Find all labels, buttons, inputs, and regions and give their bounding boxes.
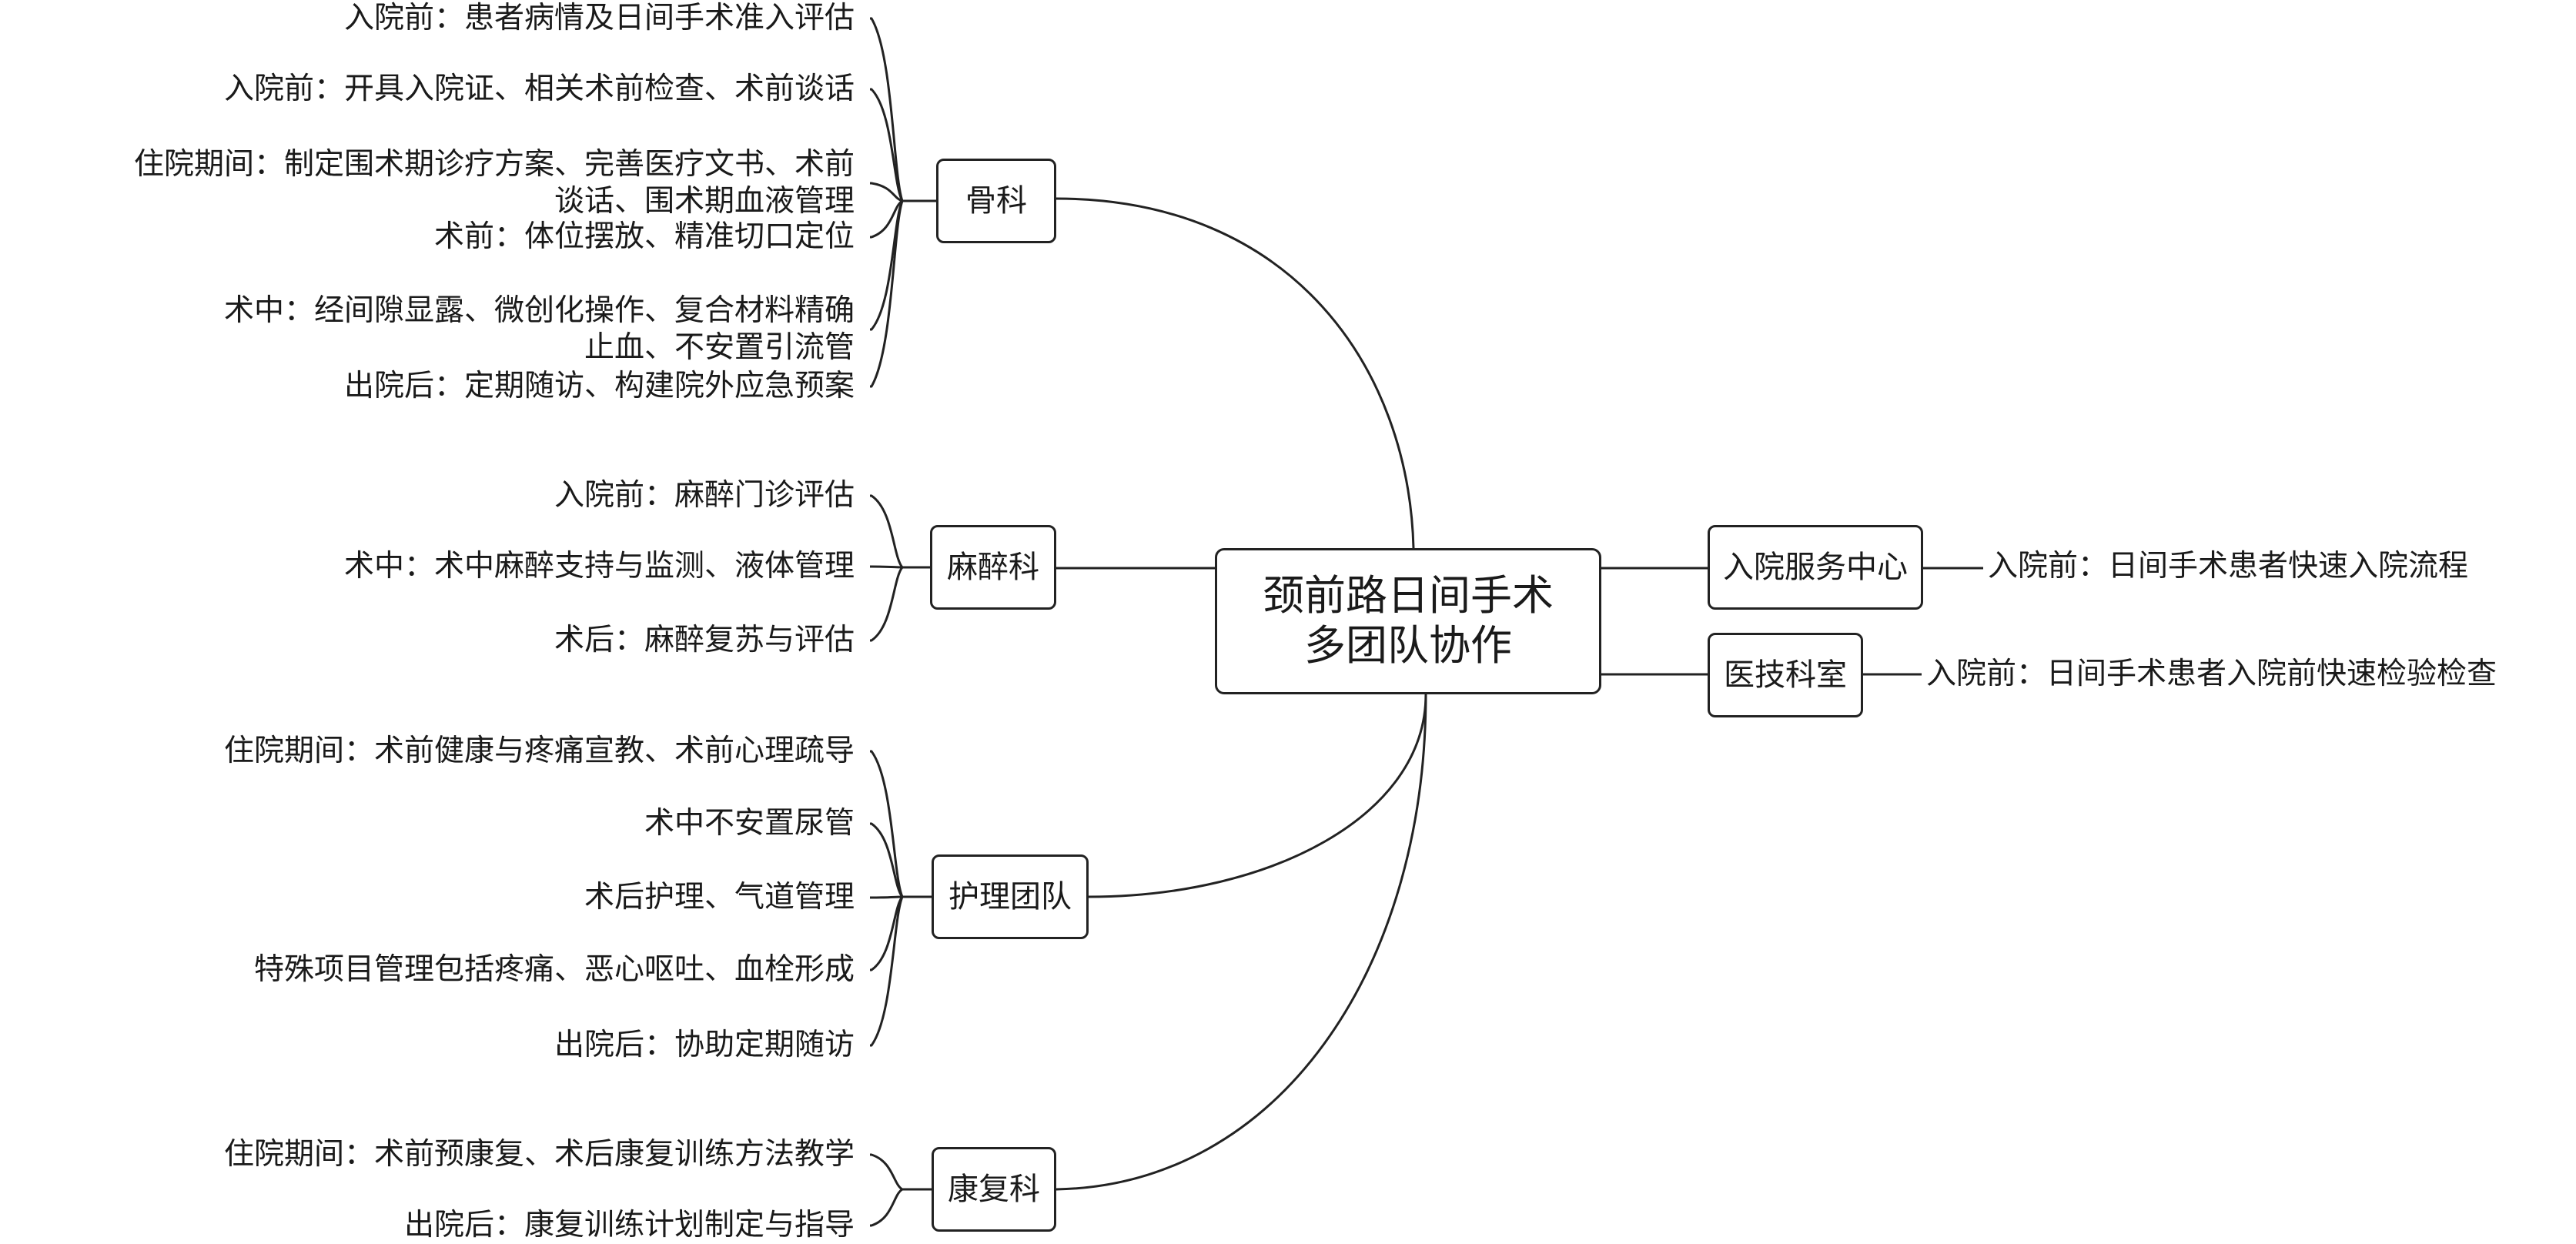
medtech-node: 医技科室	[1708, 633, 1863, 717]
bracket-nursing-branch	[870, 896, 904, 971]
link-center-rehab	[1055, 694, 1427, 1191]
bracket-nursing-branch	[870, 895, 903, 899]
orthopedics-item: 住院期间：制定围术期诊疗方案、完善医疗文书、术前 谈话、围术期血液管理	[133, 147, 855, 219]
anesthesia-item: 术中：术中麻醉支持与监测、液体管理	[343, 549, 855, 584]
link-center-orthopedics	[1055, 197, 1415, 549]
medtech-item: 入院前：日间手术患者入院前快速检验检查	[1926, 657, 2497, 691]
rehab-item: 出院后：康复训练计划制定与指导	[403, 1208, 855, 1242]
anesthesia-item: 入院前：麻醉门诊评估	[554, 478, 855, 513]
bracket-orthopedics-branch	[870, 182, 903, 202]
bracket-anesthesia-branch	[870, 567, 904, 642]
nursing-item: 术后护理、气道管理	[584, 880, 855, 915]
link-center-nursing	[1088, 694, 1427, 898]
bracket-rehab-branch	[870, 1188, 903, 1227]
bracket-nursing-branch	[870, 822, 904, 898]
bracket-nursing-branch	[870, 896, 904, 1047]
orthopedics-item: 入院前：开具入院证、相关术前检查、术前谈话	[223, 72, 855, 106]
bracket-nursing-branch	[870, 750, 904, 898]
bracket-anesthesia-branch	[870, 494, 904, 568]
bracket-orthopedics-branch	[870, 200, 904, 388]
anesthesia-node: 麻醉科	[930, 525, 1056, 610]
orthopedics-item: 入院前：患者病情及日间手术准入评估	[343, 1, 855, 35]
bracket-rehab-branch	[870, 1153, 903, 1191]
admission-node: 入院服务中心	[1708, 525, 1923, 610]
nursing-item: 住院期间：术前健康与疼痛宣教、术前心理疏导	[223, 734, 855, 768]
center-node: 颈前路日间手术 多团队协作	[1215, 548, 1601, 694]
admission-item: 入院前：日间手术患者快速入院流程	[1988, 549, 2469, 584]
rehab-item: 住院期间：术前预康复、术后康复训练方法教学	[223, 1137, 855, 1172]
rehab-node: 康复科	[932, 1147, 1056, 1232]
orthopedics-node: 骨科	[936, 159, 1056, 243]
orthopedics-item: 术中：经间隙显露、微创化操作、复合材料精确 止血、不安置引流管	[223, 293, 855, 365]
center-title-line2: 多团队协作	[1304, 621, 1512, 670]
orthopedics-item: 出院后：定期随访、构建院外应急预案	[343, 369, 855, 403]
nursing-node: 护理团队	[932, 854, 1089, 939]
bracket-orthopedics-branch	[870, 88, 904, 202]
nursing-item: 术中不安置尿管	[644, 806, 855, 841]
bracket-orthopedics-branch	[870, 199, 903, 239]
nursing-item: 出院后：协助定期随访	[554, 1028, 855, 1062]
anesthesia-item: 术后：麻醉复苏与评估	[554, 623, 855, 657]
nursing-item: 特殊项目管理包括疼痛、恶心呕吐、血栓形成	[253, 952, 855, 987]
center-title-line1: 颈前路日间手术	[1263, 571, 1554, 620]
bracket-orthopedics-branch	[870, 17, 904, 202]
orthopedics-item: 术前：体位摆放、精准切口定位	[433, 219, 855, 254]
